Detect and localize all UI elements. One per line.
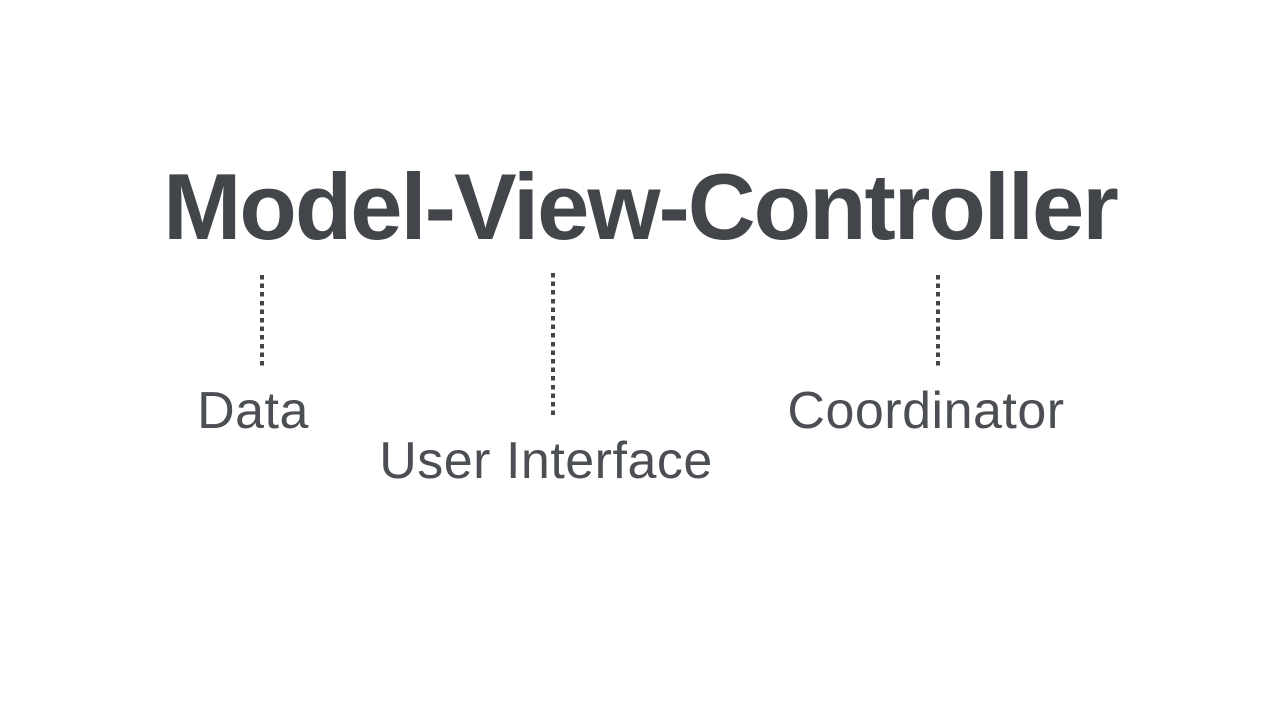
controller-connector-dotted-line (936, 275, 940, 368)
model-connector-dotted-line (260, 275, 264, 368)
controller-annotation-label: Coordinator (787, 382, 1065, 440)
diagram-title: Model-View-Controller (163, 154, 1119, 259)
view-annotation-label: User Interface (379, 432, 713, 490)
view-connector-dotted-line (551, 273, 555, 418)
model-annotation-label: Data (197, 382, 309, 440)
